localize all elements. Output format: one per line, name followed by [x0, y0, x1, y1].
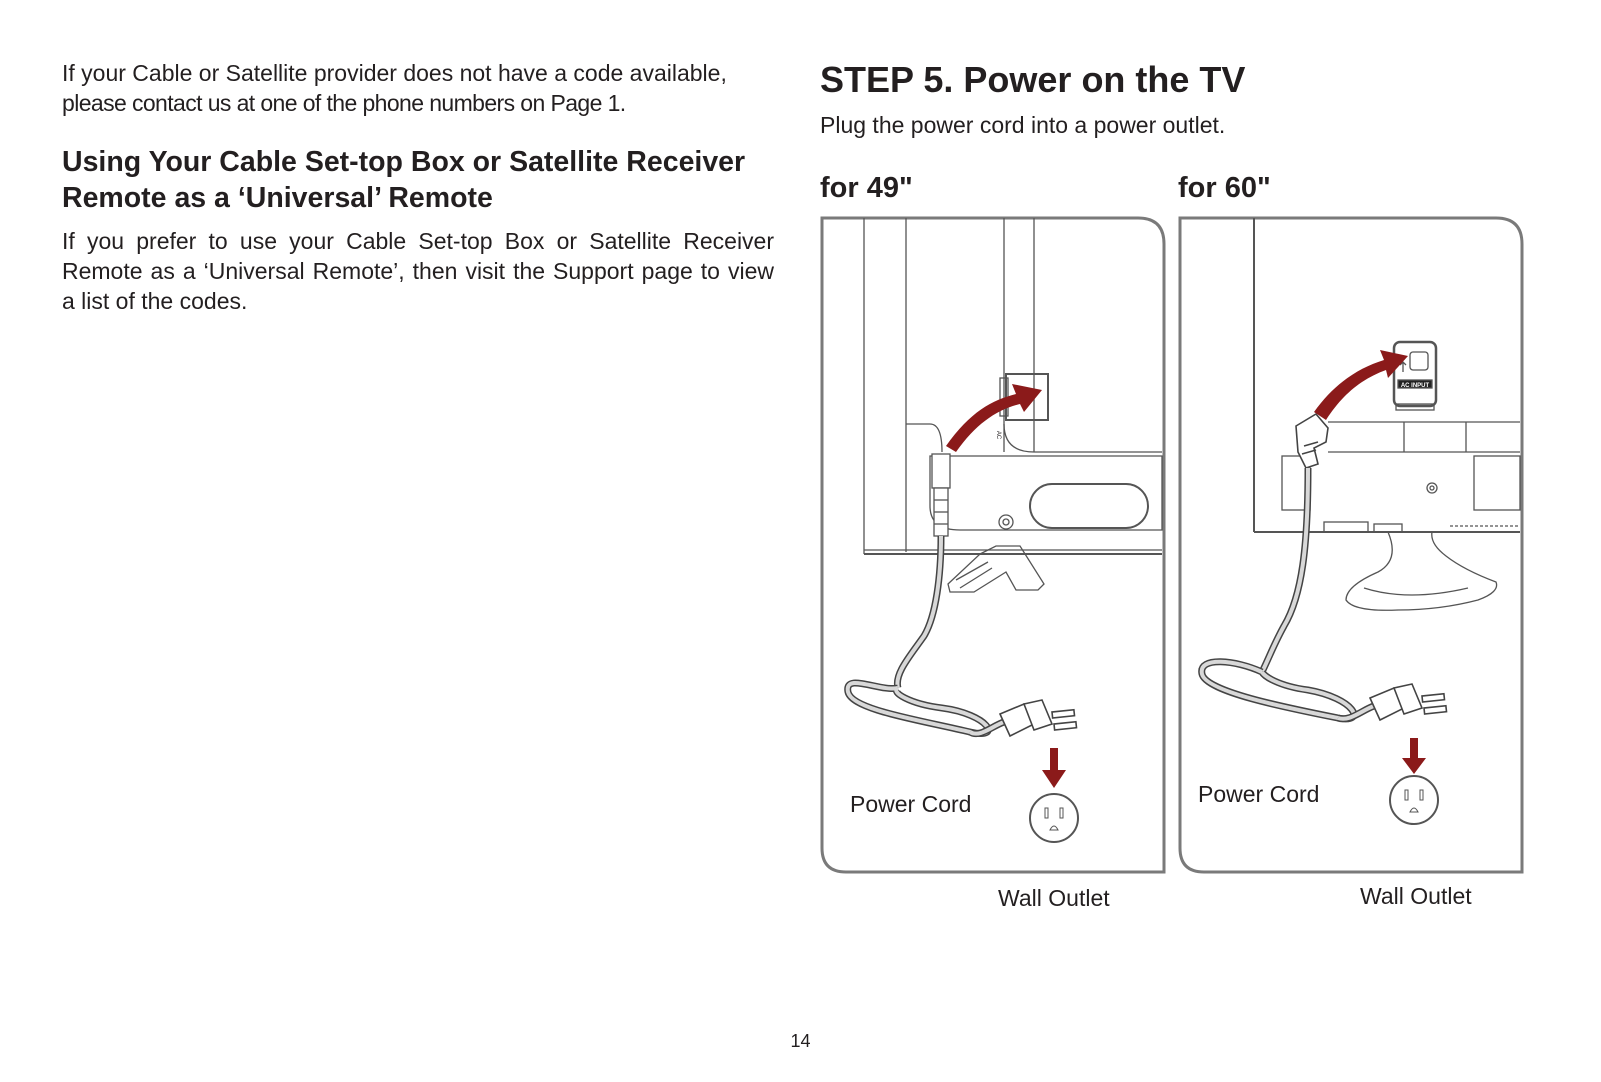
ac-port-label: AC — [995, 430, 1002, 440]
panel-49-title: for 49" — [820, 172, 913, 204]
page-number: 14 — [790, 1031, 811, 1051]
wall-outlet-label: Wall Outlet — [1360, 883, 1472, 909]
intro-line-2: please contact us at one of the phone nu… — [62, 90, 626, 116]
section-heading: Using Your Cable Set-top Box or Satellit… — [62, 146, 746, 214]
power-cord-label: Power Cord — [850, 791, 972, 817]
section-body: If you prefer to use your Cable Set-top … — [62, 228, 774, 314]
step-subtitle: Plug the power cord into a power outlet. — [820, 112, 1226, 138]
ac-input-port-text: AC INPUT — [1401, 383, 1430, 389]
panel-60-illustration: AC INPUT Power C — [1178, 216, 1530, 909]
left-column: If your Cable or Satellite provider does… — [62, 58, 774, 316]
right-column: STEP 5. Power on the TV Plug the power c… — [820, 58, 1560, 911]
power-cord-label: Power Cord — [1198, 781, 1320, 807]
tv-49-back-drawing — [820, 216, 1166, 874]
intro-line-1: If your Cable or Satellite provider does… — [62, 60, 727, 86]
panel-49-illustration: Power Cord Wall Outlet AC — [820, 216, 1172, 911]
panel-60-title: for 60" — [1178, 172, 1271, 204]
step-title: STEP 5. Power on the TV — [820, 59, 1246, 100]
wall-outlet-label: Wall Outlet — [998, 885, 1110, 911]
tv-60-back-drawing: AC INPUT — [1178, 216, 1524, 874]
